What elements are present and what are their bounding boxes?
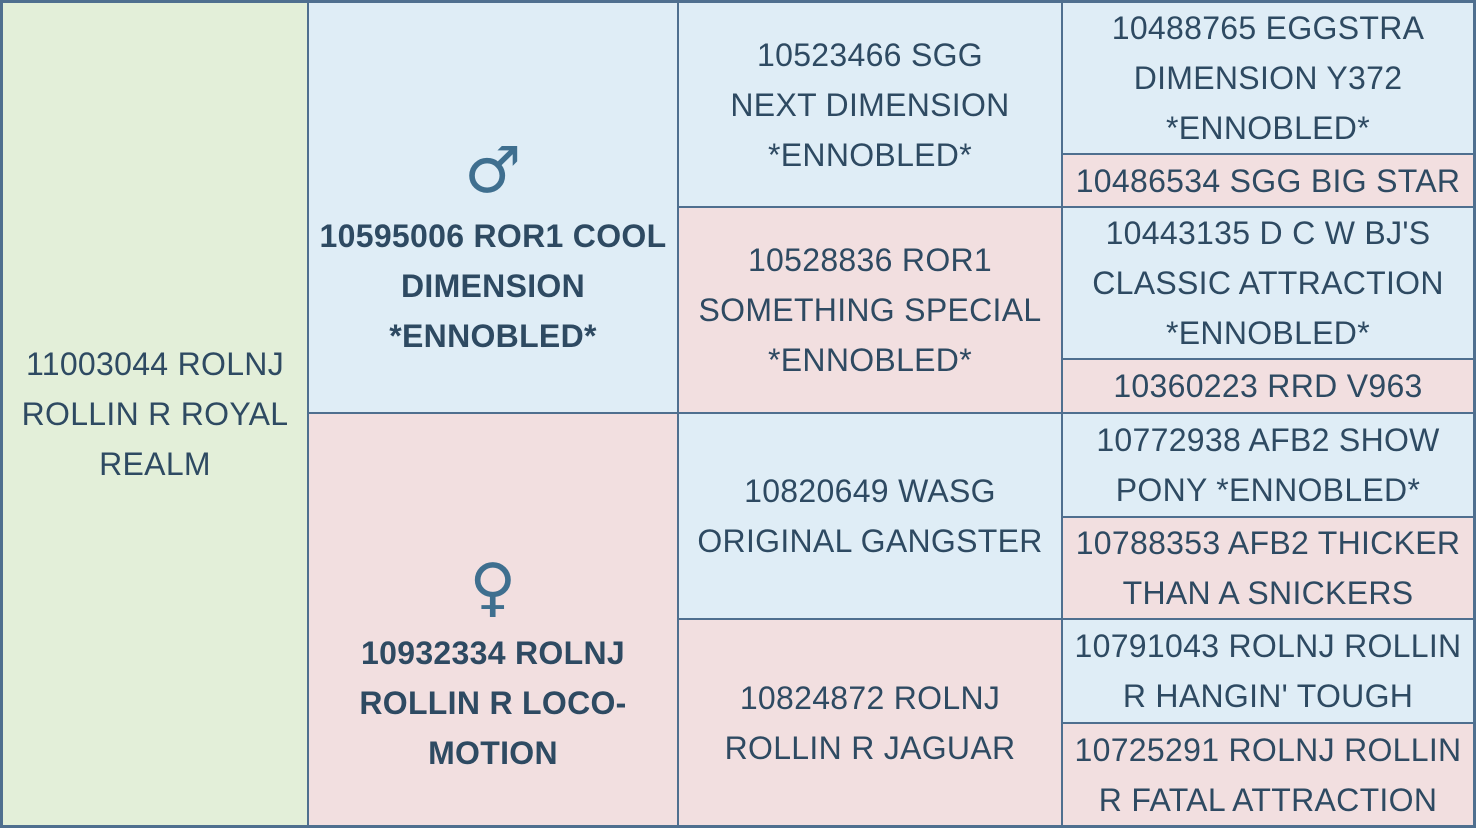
female-symbol-icon: ♀ bbox=[469, 550, 517, 625]
grandparent-cell: 10824872 ROLNJ ROLLIN R JAGUAR bbox=[679, 620, 1061, 825]
grandparent-name: 10824872 ROLNJ ROLLIN R JAGUAR bbox=[724, 679, 1016, 766]
grandparent-name: 10820649 WASG ORIGINAL GANGSTER bbox=[697, 473, 1043, 559]
great-grandparent-name: 10772938 AFB2 SHOW PONY *ENNOBLED* bbox=[1096, 422, 1440, 508]
great-grandparent-cell: 10788353 AFB2 THICKER THAN A SNICKERS bbox=[1063, 518, 1473, 618]
subject-cell: 11003044 ROLNJ ROLLIN R ROYAL REALM bbox=[3, 3, 307, 825]
great-grandparent-name: 10443135 D C W BJ'S CLASSIC ATTRACTION *… bbox=[1092, 215, 1444, 351]
great-grandparent-name: 10360223 RRD V963 bbox=[1113, 368, 1423, 404]
male-symbol-icon: ♂ bbox=[464, 133, 522, 208]
dam-cell: ♀ 10932334 ROLNJ ROLLIN R LOCO-MOTION bbox=[309, 414, 677, 825]
great-grandparent-name: 10791043 ROLNJ ROLLIN R HANGIN' TOUGH bbox=[1074, 628, 1462, 714]
great-grandparent-cell: 10772938 AFB2 SHOW PONY *ENNOBLED* bbox=[1063, 414, 1473, 516]
great-grandparent-cell: 10488765 EGGSTRA DIMENSION Y372 *ENNOBLE… bbox=[1063, 3, 1473, 153]
grandparent-name: 10523466 SGG NEXT DIMENSION *ENNOBLED* bbox=[730, 36, 1010, 173]
dam-name: 10932334 ROLNJ ROLLIN R LOCO-MOTION bbox=[359, 634, 627, 771]
grandparent-name: 10528836 ROR1 SOMETHING SPECIAL *ENNOBLE… bbox=[698, 242, 1042, 378]
great-grandparent-name: 10488765 EGGSTRA DIMENSION Y372 *ENNOBLE… bbox=[1111, 10, 1425, 146]
subject-name: 11003044 ROLNJ ROLLIN R ROYAL REALM bbox=[21, 346, 289, 482]
great-grandparent-name: 10486534 SGG BIG STAR bbox=[1075, 162, 1461, 199]
great-grandparent-cell: 10725291 ROLNJ ROLLIN R FATAL ATTRACTION bbox=[1063, 724, 1473, 825]
great-grandparent-name: 10725291 ROLNJ ROLLIN R FATAL ATTRACTION bbox=[1074, 731, 1462, 818]
great-grandparent-name: 10788353 AFB2 THICKER THAN A SNICKERS bbox=[1075, 525, 1461, 611]
grandparent-cell: 10528836 ROR1 SOMETHING SPECIAL *ENNOBLE… bbox=[679, 208, 1061, 412]
sire-name: 10595006 ROR1 COOL DIMENSION *ENNOBLED* bbox=[319, 217, 667, 354]
grandparent-cell: 10820649 WASG ORIGINAL GANGSTER bbox=[679, 414, 1061, 618]
great-grandparent-cell: 10791043 ROLNJ ROLLIN R HANGIN' TOUGH bbox=[1063, 620, 1473, 722]
great-grandparent-cell: 10360223 RRD V963 bbox=[1063, 360, 1473, 412]
sire-cell: ♂ 10595006 ROR1 COOL DIMENSION *ENNOBLED… bbox=[309, 3, 677, 412]
grandparent-cell: 10523466 SGG NEXT DIMENSION *ENNOBLED* bbox=[679, 3, 1061, 206]
great-grandparent-cell: 10486534 SGG BIG STAR bbox=[1063, 155, 1473, 206]
great-grandparent-cell: 10443135 D C W BJ'S CLASSIC ATTRACTION *… bbox=[1063, 208, 1473, 358]
